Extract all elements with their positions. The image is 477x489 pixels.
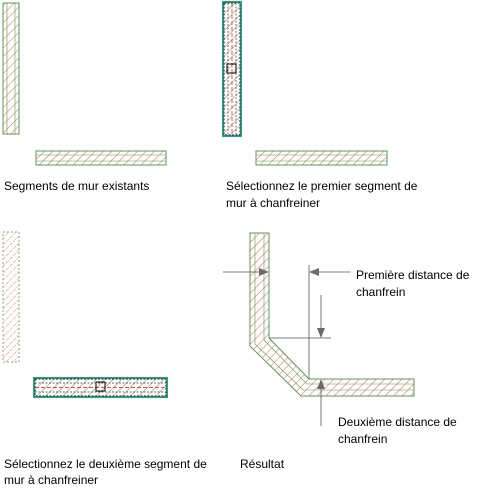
horizontal-wall-segment xyxy=(35,150,167,166)
caption-result: Résultat xyxy=(240,457,285,471)
pick-box-icon xyxy=(226,63,237,74)
label-first-distance-line2: chanfrein xyxy=(356,285,406,299)
caption-select-second-line2: mur à chanfreiner xyxy=(4,473,99,487)
panel-existing-walls xyxy=(2,2,167,166)
second-wall-selection-glow xyxy=(33,377,168,398)
vertical-wall-segment xyxy=(2,2,20,135)
second-wall-unselected xyxy=(255,150,388,166)
caption-existing-walls: Segments de mur existants xyxy=(4,179,150,193)
pick-box-icon xyxy=(95,381,106,392)
caption-select-first-line2: mur à chanfreiner xyxy=(226,196,321,210)
caption-select-first-line1: Sélectionnez le premier segment de xyxy=(226,179,418,193)
first-wall-highlighted xyxy=(2,231,20,363)
label-first-distance-line1: Première distance de xyxy=(356,268,470,282)
panel-result xyxy=(223,232,415,426)
label-second-distance-line2: chanfrein xyxy=(338,432,388,446)
first-wall-selection-glow xyxy=(222,1,242,137)
caption-select-second-line1: Sélectionnez le deuxième segment de xyxy=(4,457,207,471)
chamfered-wall xyxy=(249,232,415,397)
panel-select-second-wall xyxy=(2,231,168,398)
panel-select-first-wall xyxy=(222,1,388,166)
label-second-distance-line1: Deuxième distance de xyxy=(338,415,457,429)
